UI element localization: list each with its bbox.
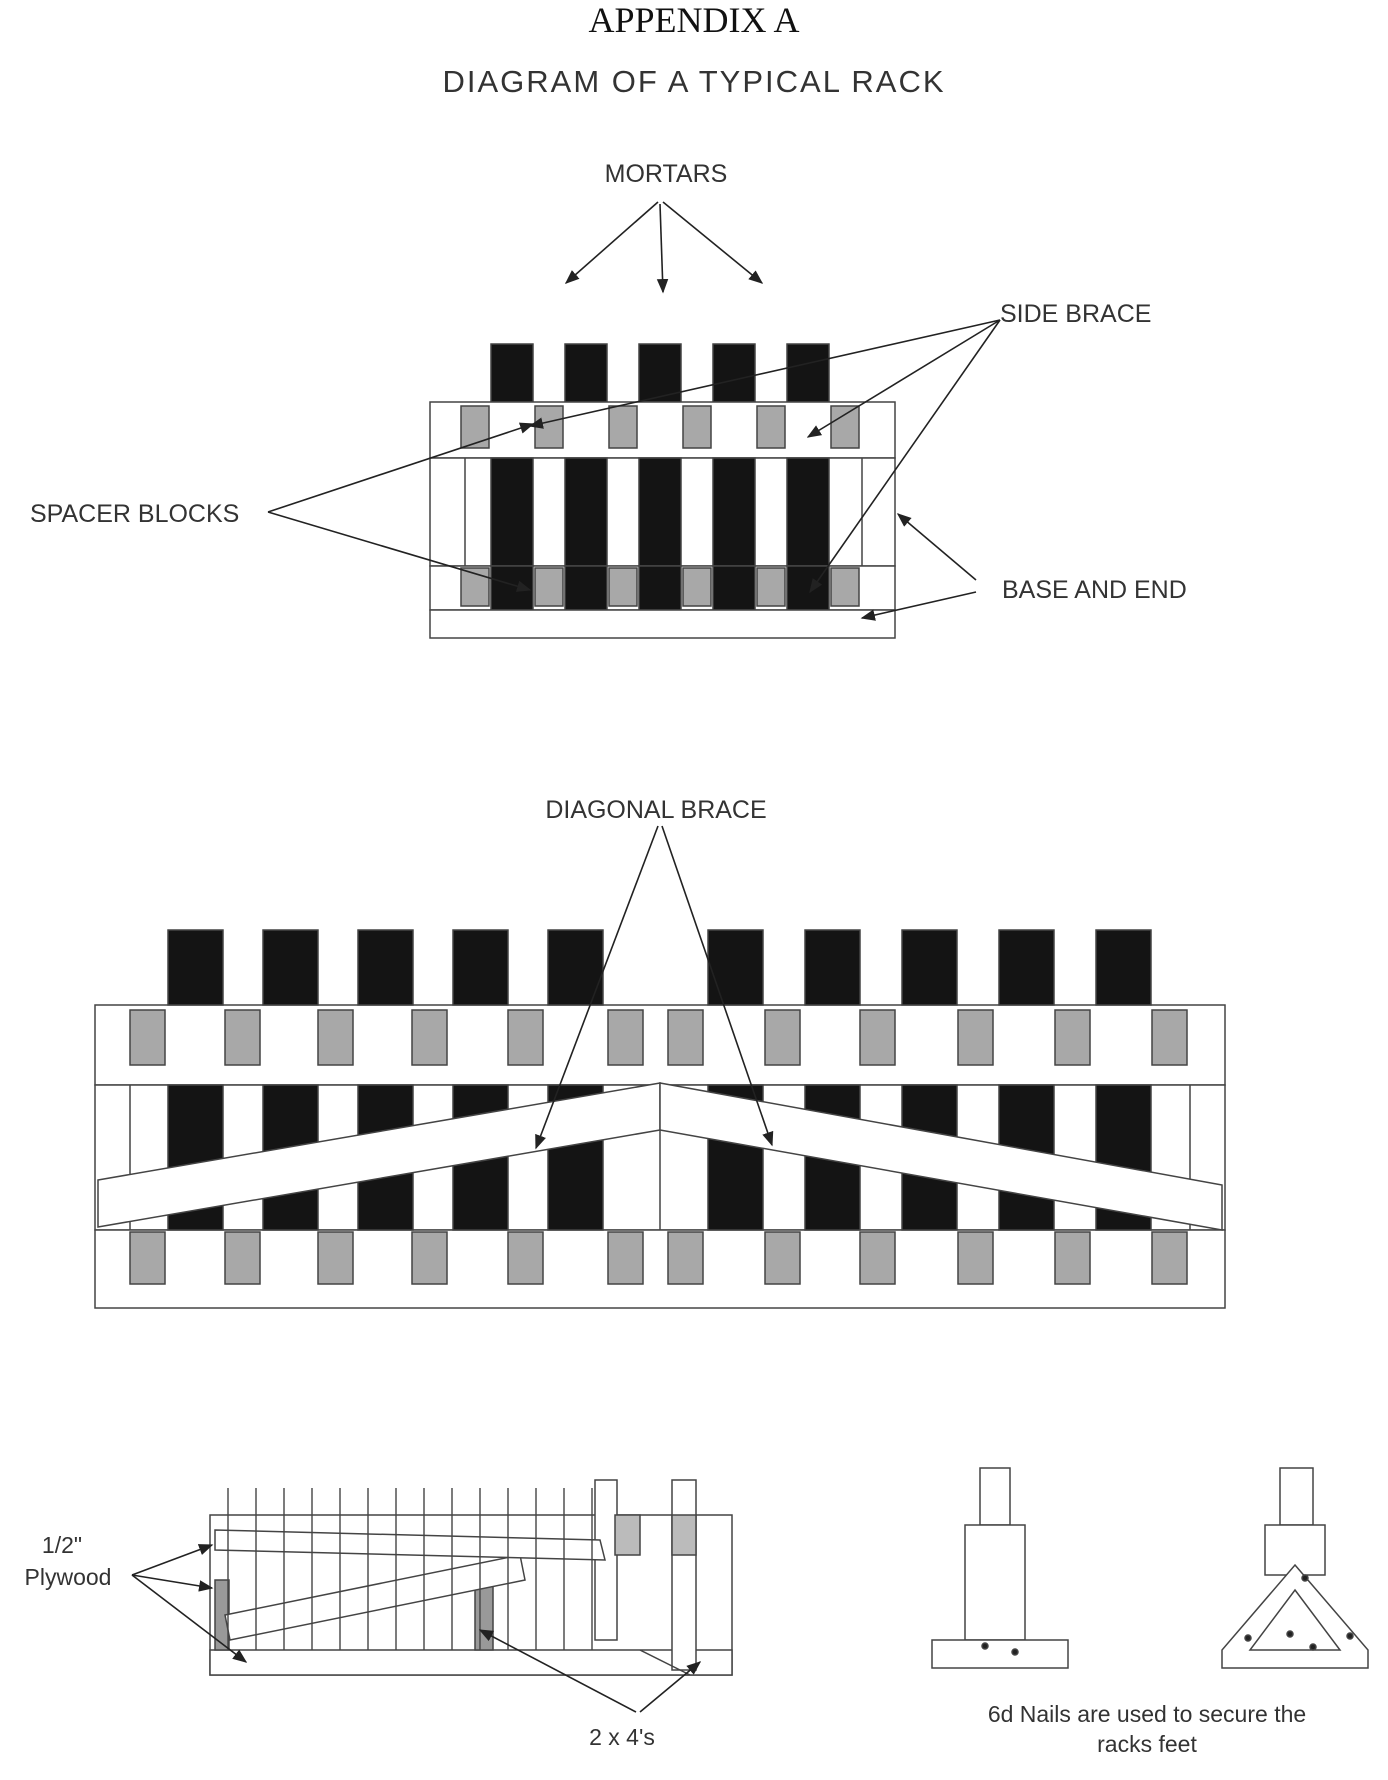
base-and-end-label: BASE AND END — [1002, 576, 1187, 604]
plywood-label: Plywood — [25, 1564, 112, 1590]
mortar — [786, 343, 830, 403]
spacer-block — [859, 1231, 896, 1285]
mortar — [490, 457, 534, 567]
spacer-block — [667, 1231, 704, 1285]
rack-foot-straight — [931, 1467, 1069, 1669]
mortar — [547, 929, 604, 1006]
spacer-block — [224, 1231, 261, 1285]
spacer-block — [607, 1009, 644, 1066]
mortar — [357, 929, 414, 1006]
mortar — [712, 343, 756, 403]
spacer-block — [1054, 1009, 1091, 1066]
large-rack-arrows — [535, 825, 774, 1150]
nails-label-line2: racks feet — [1097, 1731, 1197, 1757]
page-title: APPENDIX A — [588, 0, 800, 40]
mortar — [638, 457, 682, 567]
mortar — [564, 457, 608, 567]
side-brace-label: SIDE BRACE — [1000, 300, 1151, 328]
plywood-label-size: 1/2" — [42, 1532, 82, 1558]
small-rack-arrows — [267, 201, 1001, 621]
spacer-block — [317, 1231, 354, 1285]
spacer-block — [507, 1009, 544, 1066]
mortar — [901, 929, 958, 1006]
mortars-label: MORTARS — [605, 160, 728, 188]
spacer-block — [1054, 1231, 1091, 1285]
spacer-block — [957, 1231, 994, 1285]
small-rack — [429, 343, 896, 639]
spacer-block — [859, 1009, 896, 1066]
spacer-block — [129, 1009, 166, 1066]
mortar — [1095, 929, 1152, 1006]
mortar — [712, 457, 756, 567]
mortar — [804, 929, 861, 1006]
side-view-slats — [227, 1488, 593, 1650]
spacer-block — [764, 1009, 801, 1066]
mortar — [998, 929, 1055, 1006]
bottom-side-brace — [94, 1229, 1226, 1309]
spacer-block — [764, 1231, 801, 1285]
two-by-fours-label: 2 x 4's — [589, 1724, 655, 1750]
spacer-block — [224, 1009, 261, 1066]
diagonal-braces — [97, 1082, 1223, 1231]
top-side-brace — [94, 1004, 1226, 1086]
top-side-brace — [429, 401, 896, 459]
spacer-block — [411, 1231, 448, 1285]
spacer-block — [1151, 1231, 1188, 1285]
side-view-arrows — [131, 1544, 702, 1713]
rack-base — [429, 609, 896, 639]
spacer-block — [957, 1009, 994, 1066]
mortar — [786, 457, 830, 567]
mortar — [452, 929, 509, 1006]
spacer-block — [317, 1009, 354, 1066]
spacer-block — [129, 1231, 166, 1285]
spacer-block — [667, 1009, 704, 1066]
rack-side-view — [209, 1479, 733, 1676]
mortar — [262, 929, 319, 1006]
mortar — [707, 929, 764, 1006]
spacer-block — [411, 1009, 448, 1066]
diagonal-brace-label: DIAGONAL BRACE — [545, 796, 766, 824]
spacer-block — [1151, 1009, 1188, 1066]
nails-label-line1: 6d Nails are used to secure the — [988, 1701, 1306, 1727]
mortar — [167, 929, 224, 1006]
diagram-title: DIAGRAM OF A TYPICAL RACK — [442, 64, 946, 99]
rack-foot-angled — [1221, 1467, 1369, 1669]
mortar — [564, 343, 608, 403]
mortar — [490, 343, 534, 403]
spacer-blocks-label: SPACER BLOCKS — [30, 500, 239, 528]
spacer-block — [607, 1231, 644, 1285]
spacer-block — [507, 1231, 544, 1285]
